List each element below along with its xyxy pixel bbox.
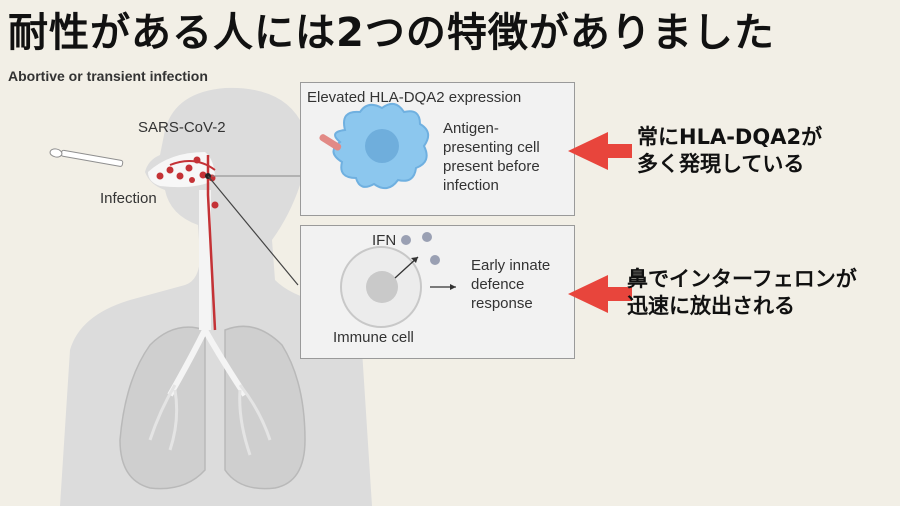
page-title: 耐性がある人には2つの特徴がありました	[8, 10, 775, 56]
response-label-1: Early innate	[471, 257, 551, 274]
infection-label: Infection	[100, 190, 157, 207]
annotation-bottom-1: 鼻でインターフェロンが	[627, 267, 857, 291]
arrow-left-icon	[568, 132, 632, 170]
ifn-particles	[401, 232, 440, 265]
response-label-2: defence	[471, 276, 525, 293]
cell-nucleus	[365, 129, 399, 163]
annotation-top-2: 多く発現している	[637, 152, 805, 176]
arrow-left-icon	[568, 275, 632, 313]
antigen-cell-label-3: present before	[443, 158, 540, 175]
right-lung	[224, 325, 306, 490]
immune-cell-label: Immune cell	[333, 329, 414, 346]
antigen-cell-label-2: presenting cell	[443, 139, 540, 156]
ifn-label: IFN	[372, 232, 397, 249]
figure-subtitle: Abortive or transient infection	[8, 68, 208, 84]
antigen-cell-label-4: infection	[443, 177, 499, 194]
antigen-cell-label-1: Antigen-	[443, 120, 499, 137]
response-label-3: response	[471, 295, 533, 312]
immune-cell-nucleus	[366, 271, 398, 303]
annotation-bottom-2: 迅速に放出される	[627, 294, 795, 318]
swab-icon	[49, 148, 124, 167]
hla-expression-header: Elevated HLA-DQA2 expression	[307, 89, 522, 106]
annotation-top-1: 常にHLA-DQA2が	[637, 125, 823, 149]
hla-molecule-icon	[319, 134, 342, 151]
virus-label: SARS-CoV-2	[138, 119, 226, 136]
